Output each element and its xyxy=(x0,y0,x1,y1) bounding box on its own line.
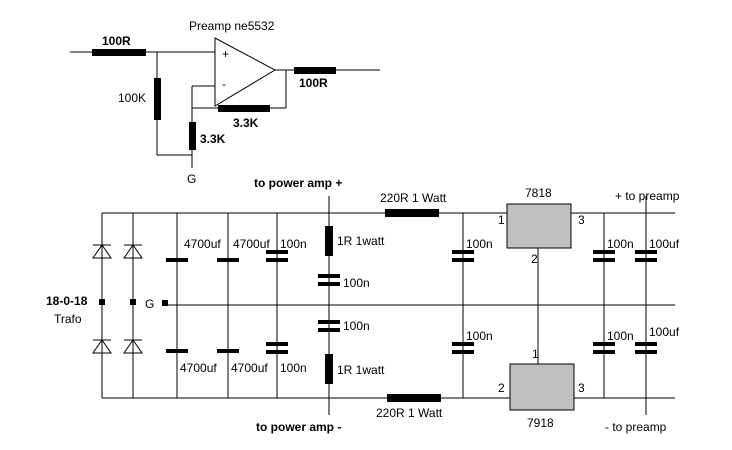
regulator-7918-label: 7918 xyxy=(527,416,554,430)
cap-100n-mid-label-2: 100n xyxy=(343,319,370,333)
to-preamp-neg-label: - to preamp xyxy=(605,420,667,434)
cap-4700uf-label-4: 4700uf xyxy=(231,361,268,375)
opamp-minus-label: - xyxy=(222,77,226,91)
resistor-220r-top-label: 220R 1 Watt xyxy=(380,191,447,205)
to-preamp-pos-label: + to preamp xyxy=(615,189,680,203)
preamp-bias-resistor-label: 100K xyxy=(118,91,146,105)
cap-100n-label-1: 100n xyxy=(280,237,307,251)
cap-4700uf-label-2: 4700uf xyxy=(233,237,270,251)
opamp-plus-label: + xyxy=(222,47,229,61)
cap-4700uf-label-1: 4700uf xyxy=(184,237,221,251)
resistor-1r-bottom-label: 1R 1watt xyxy=(337,363,385,377)
preamp-feedback-resistor xyxy=(218,105,270,112)
bridge-diode xyxy=(123,339,143,354)
regulator-7918-pin2: 2 xyxy=(498,381,505,395)
preamp-circuit: + - Preamp ne5532 100R 100K 3.3K 3.3K 10… xyxy=(70,19,380,186)
regulator-7818-label: 7818 xyxy=(525,186,552,200)
regulator-7818 xyxy=(506,203,572,249)
regulator-7918 xyxy=(509,363,575,411)
preamp-bias-resistor xyxy=(154,78,161,120)
supply-circuit: 18-0-18 Trafo G 4700uf 4700uf 4700uf 470… xyxy=(46,176,680,434)
regulator-7818-pin3: 3 xyxy=(578,213,585,227)
preamp-ground-resistor-label: 3.3K xyxy=(200,132,226,146)
trafo-terminal xyxy=(99,299,105,305)
resistor-1r-bottom xyxy=(325,354,333,384)
bridge-diode xyxy=(123,244,143,259)
cap-4700uf-label-3: 4700uf xyxy=(180,361,217,375)
regulator-7818-pin2: 2 xyxy=(531,252,538,266)
cap-100n-label-2: 100n xyxy=(280,361,307,375)
cap-100n-label-6: 100n xyxy=(607,329,634,343)
to-power-amp-pos-label: to power amp + xyxy=(254,176,342,190)
cap-100n-label-5: 100n xyxy=(607,237,634,251)
resistor-220r-top xyxy=(385,209,439,217)
cap-100n-mid-label-1: 100n xyxy=(343,276,370,290)
supply-ground-label: G xyxy=(145,297,154,311)
cap-100uf-label-2: 100uf xyxy=(649,325,680,339)
preamp-input-resistor-label: 100R xyxy=(102,34,131,48)
preamp-ground-resistor xyxy=(189,122,196,150)
preamp-feedback-resistor-label: 3.3K xyxy=(233,116,259,130)
preamp-input-resistor xyxy=(92,49,146,56)
resistor-220r-bottom-label: 220R 1 Watt xyxy=(376,406,443,420)
resistor-1r-top xyxy=(325,226,333,256)
regulator-7818-pin1: 1 xyxy=(498,213,505,227)
preamp-output-resistor xyxy=(294,67,336,74)
trafo-terminal xyxy=(130,299,136,305)
cap-100uf-label-1: 100uf xyxy=(649,237,680,251)
resistor-220r-bottom xyxy=(387,394,441,402)
preamp-title: Preamp ne5532 xyxy=(189,19,275,33)
preamp-ground-label: G xyxy=(187,172,196,186)
regulator-7918-pin1: 1 xyxy=(532,347,539,361)
regulator-7918-pin3: 3 xyxy=(578,381,585,395)
cap-100n-label-3: 100n xyxy=(466,237,493,251)
trafo-sub-label: Trafo xyxy=(54,312,82,326)
trafo-name-label: 18-0-18 xyxy=(46,294,88,308)
ground-terminal xyxy=(162,300,168,306)
bridge-diode xyxy=(92,339,112,354)
cap-100n-label-4: 100n xyxy=(466,329,493,343)
opamp-symbol xyxy=(214,37,277,107)
preamp-output-resistor-label: 100R xyxy=(299,76,328,90)
bridge-diode xyxy=(92,244,112,259)
to-power-amp-neg-label: to power amp - xyxy=(256,420,341,434)
resistor-1r-top-label: 1R 1watt xyxy=(337,234,385,248)
